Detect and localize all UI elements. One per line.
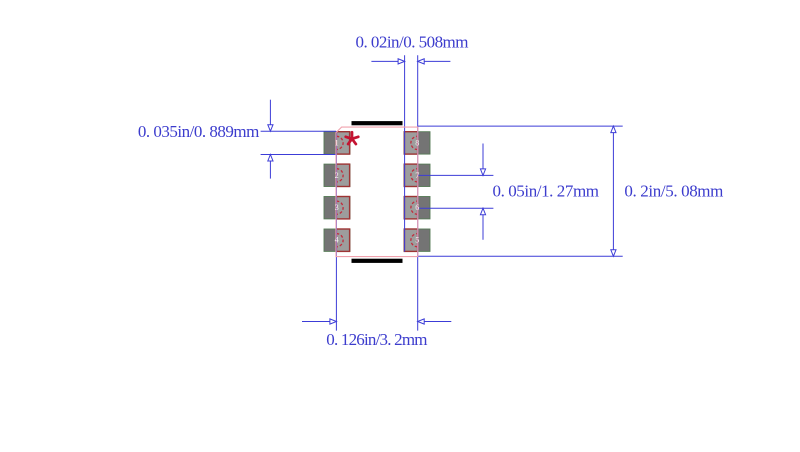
svg-text:3: 3 xyxy=(335,203,339,212)
svg-text:0. 05in/1. 27mm: 0. 05in/1. 27mm xyxy=(493,182,600,201)
svg-text:5: 5 xyxy=(415,236,419,245)
svg-text:0. 126in/3. 2mm: 0. 126in/3. 2mm xyxy=(326,330,427,349)
svg-text:0. 2in/5. 08mm: 0. 2in/5. 08mm xyxy=(624,182,723,201)
svg-text:1: 1 xyxy=(335,138,339,147)
svg-text:2: 2 xyxy=(335,171,339,180)
svg-text:7: 7 xyxy=(415,171,419,180)
svg-text:8: 8 xyxy=(415,138,419,147)
svg-text:0. 035in/0. 889mm: 0. 035in/0. 889mm xyxy=(138,122,260,141)
svg-text:6: 6 xyxy=(415,203,419,212)
svg-text:4: 4 xyxy=(335,236,339,245)
svg-text:0. 02in/0. 508mm: 0. 02in/0. 508mm xyxy=(356,33,469,52)
